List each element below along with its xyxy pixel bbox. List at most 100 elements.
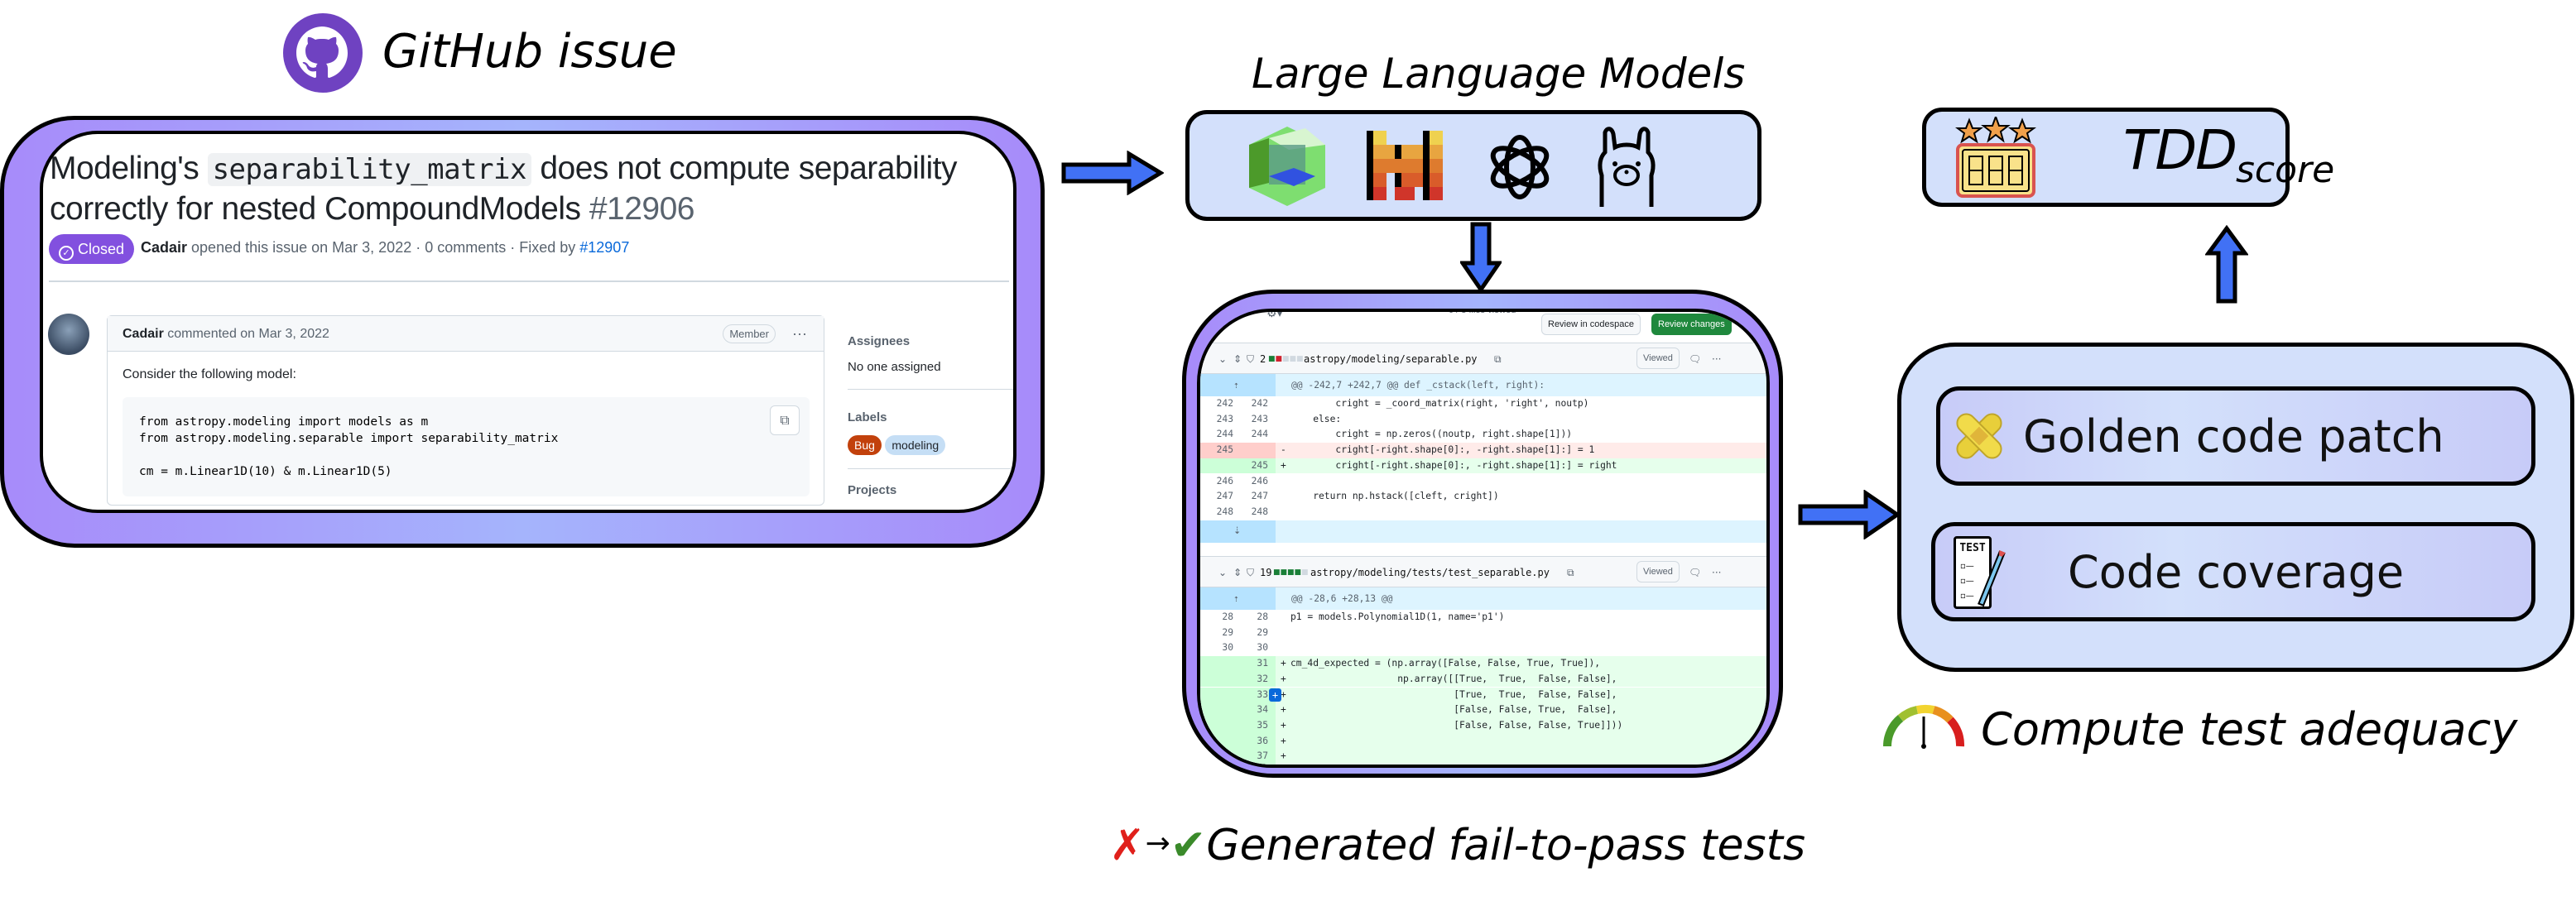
old-line-number[interactable]: 246: [1216, 475, 1233, 487]
new-line-number[interactable]: 36: [1257, 735, 1268, 746]
new-line-number[interactable]: 37: [1257, 750, 1268, 762]
old-line-number[interactable]: 244: [1216, 429, 1233, 440]
new-line-number[interactable]: 30: [1257, 642, 1268, 654]
new-line-number[interactable]: 32: [1257, 673, 1268, 684]
copy-path-icon[interactable]: ⧉: [1567, 567, 1574, 578]
file-header: ⌄⇕⛉2■■■■■astropy/modeling/separable.py⧉V…: [1200, 343, 1766, 374]
llm-heading: Large Language Models: [1252, 50, 1746, 98]
new-line-number[interactable]: 248: [1251, 506, 1268, 517]
comment-author-link[interactable]: Cadair: [123, 327, 164, 341]
copy-button[interactable]: ⧉: [770, 405, 800, 435]
arrow-right-icon: [1061, 151, 1164, 195]
old-line-number[interactable]: 30: [1222, 642, 1233, 654]
add-comment-button[interactable]: +: [1269, 688, 1281, 702]
code-line: cm = m.Linear1D(10) & m.Linear1D(5): [139, 465, 392, 478]
old-line-number[interactable]: 245: [1216, 444, 1233, 456]
old-line-number[interactable]: 248: [1216, 506, 1233, 517]
avatar[interactable]: [48, 314, 89, 355]
new-line-number[interactable]: 243: [1251, 413, 1268, 424]
review-in-codespace-button[interactable]: Review in codespace: [1541, 314, 1641, 335]
diffstat-bar: ■■■■■: [1273, 568, 1309, 577]
label-bug[interactable]: Bug: [848, 435, 882, 455]
new-line-number[interactable]: 35: [1257, 719, 1268, 731]
projects-heading[interactable]: Projects: [848, 483, 897, 497]
expand-all-icon[interactable]: ⇕: [1233, 567, 1242, 578]
file-path-link[interactable]: astropy/modeling/separable.py: [1304, 353, 1478, 365]
issue-author-link[interactable]: Cadair: [141, 239, 188, 256]
label-modeling[interactable]: modeling: [885, 435, 946, 455]
new-line-number[interactable]: 31: [1257, 658, 1268, 669]
diff-sign: +: [1281, 719, 1286, 731]
new-line-number[interactable]: 29: [1257, 626, 1268, 638]
new-line-number[interactable]: 245: [1251, 459, 1268, 471]
new-line-number[interactable]: 246: [1251, 475, 1268, 487]
expand-up-icon[interactable]: ⇡: [1233, 380, 1239, 391]
sidebar: Assignees No one assigned Labels Bug mod…: [848, 134, 1013, 510]
issue-number: #12906: [589, 191, 695, 227]
expand-down-icon[interactable]: ⇣: [1233, 525, 1242, 536]
shield-icon: ⛉: [1247, 567, 1255, 578]
file-path-link[interactable]: astropy/modeling/tests/test_separable.py: [1310, 567, 1550, 578]
diff-line: 37+: [1200, 749, 1766, 765]
test-checklist-icon: TEST ▫—▫—▫—: [1954, 536, 1992, 609]
diff-line: 32+ np.array([[True, True, False, False]…: [1200, 671, 1766, 688]
scoreboard-stars-icon: [1955, 117, 2036, 198]
expand-all-icon[interactable]: ⇕: [1233, 353, 1242, 365]
assignees-heading[interactable]: Assignees: [848, 334, 911, 348]
expand-up-icon[interactable]: ⇡: [1233, 593, 1239, 604]
issue-meta: Cadair opened this issue on Mar 3, 2022 …: [141, 239, 629, 256]
viewed-checkbox[interactable]: Viewed: [1636, 561, 1680, 582]
check-circle-icon: ✓: [59, 246, 74, 261]
more-options-icon[interactable]: ···: [1712, 353, 1722, 365]
old-line-number[interactable]: 247: [1216, 491, 1233, 502]
copy-path-icon[interactable]: ⧉: [1494, 353, 1502, 365]
comment-icon[interactable]: 🗨: [1689, 353, 1702, 365]
more-options-icon[interactable]: ···: [1712, 567, 1722, 578]
viewed-checkbox[interactable]: Viewed: [1636, 348, 1680, 369]
old-line-number[interactable]: 243: [1216, 413, 1233, 424]
ollama-llama-icon: [1598, 127, 1656, 207]
collapse-chevron-icon[interactable]: ⌄: [1218, 567, 1228, 578]
new-line-number[interactable]: 33: [1257, 688, 1268, 700]
diff-sign: +: [1281, 735, 1286, 746]
new-line-number[interactable]: 242: [1251, 398, 1268, 409]
expand-down-row[interactable]: ⇣: [1200, 520, 1766, 543]
issue-title-code: separability_matrix: [207, 153, 531, 186]
settings-gear-icon[interactable]: ⚙▾: [1266, 309, 1283, 320]
old-line-number[interactable]: 28: [1222, 611, 1233, 622]
diff-sign: +: [1281, 459, 1286, 471]
diff-line: 246 246: [1200, 474, 1766, 490]
diff-sign: +: [1281, 658, 1286, 669]
fixed-by-pr-link[interactable]: #12907: [579, 239, 630, 256]
diff-code: cm_4d_expected = (np.array([False, False…: [1290, 658, 1601, 669]
status-text: Closed: [78, 241, 125, 257]
review-changes-button[interactable]: Review changes: [1651, 314, 1732, 335]
caption-text: Compute test adequacy: [1981, 703, 2518, 755]
labels-heading[interactable]: Labels: [848, 410, 887, 424]
more-options-button[interactable]: ···: [792, 325, 807, 342]
new-line-number[interactable]: 28: [1257, 611, 1268, 622]
fail-x-icon: ✗: [1109, 821, 1146, 870]
old-line-number[interactable]: 242: [1216, 398, 1233, 409]
old-line-number[interactable]: 29: [1222, 626, 1233, 638]
code-line: [139, 447, 810, 463]
diff-code: [True, True, False, False],: [1290, 688, 1617, 700]
comment-icon[interactable]: 🗨: [1689, 567, 1702, 578]
new-line-number[interactable]: 247: [1251, 491, 1268, 502]
caption-text: Generated fail-to-pass tests: [1206, 821, 1806, 870]
new-line-number[interactable]: 34: [1257, 704, 1268, 716]
diff-line: 245- cright[-right.shape[0]:, -right.sha…: [1200, 443, 1766, 458]
arrow-icon: →: [1145, 827, 1170, 860]
code-coverage-box: TEST ▫—▫—▫— Code coverage: [1931, 522, 2535, 621]
diff-code: cright[-right.shape[0]:, -right.shape[1]…: [1290, 459, 1617, 471]
pull-request-diff-screenshot: ⚙▾ 0 / 3 files viewed Review in codespac…: [1197, 309, 1770, 768]
divider: [848, 468, 1013, 469]
issue-title-text: Modeling's: [50, 151, 208, 186]
new-line-number[interactable]: 244: [1251, 429, 1268, 440]
collapse-chevron-icon[interactable]: ⌄: [1218, 353, 1228, 365]
labels-list: Bug modeling: [848, 435, 946, 455]
mistral-icon: [1367, 131, 1443, 200]
